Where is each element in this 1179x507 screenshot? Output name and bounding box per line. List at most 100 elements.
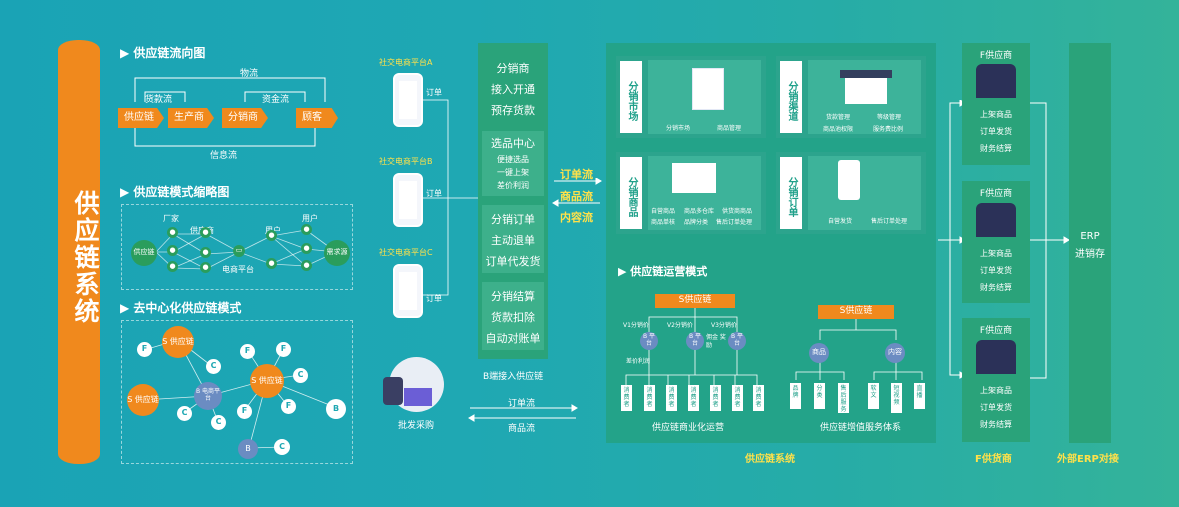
goods-label-3: 供货商商品 xyxy=(722,208,753,215)
f-item: 上架商品 xyxy=(980,249,1012,258)
select-center-box xyxy=(482,131,544,196)
phone-b-icon xyxy=(393,173,423,227)
func-group-1: 分销商 接入开通 预存货款 xyxy=(478,58,548,121)
channel-label-4: 服务费比例 xyxy=(873,126,904,133)
erp-sub: 进销存 xyxy=(1075,249,1105,260)
f-box-2 xyxy=(962,181,1030,303)
node-f: F xyxy=(276,342,291,357)
shelf-icon xyxy=(692,68,724,110)
order-flow-label: 订单流 xyxy=(508,399,536,409)
func-item: 订单代发货 xyxy=(485,255,541,268)
ops-level-2: V2分销价 xyxy=(667,322,693,329)
node-c: C xyxy=(177,406,192,421)
ops-diff: 差价利润 xyxy=(626,358,651,365)
person-icon: ● xyxy=(200,262,211,273)
capital-flow-label: 资金流 xyxy=(262,95,290,105)
phone-c-icon xyxy=(393,264,423,318)
erp-connectors xyxy=(1030,102,1070,379)
f-box-1 xyxy=(962,43,1030,165)
logistics-label: 物流 xyxy=(240,69,259,79)
phone-icon xyxy=(838,160,860,200)
decentral-s2: S 供应链 xyxy=(127,384,159,416)
goods-flow-label: 商品流 xyxy=(508,424,536,434)
f-item: 财务结算 xyxy=(980,144,1012,153)
person-icon: ● xyxy=(301,224,312,235)
flow-node-producer: 生产商 xyxy=(168,108,214,128)
f-items-1: 上架商品 订单发货 财务结算 xyxy=(962,106,1030,157)
ops-b-platform: B 平台 xyxy=(640,332,658,350)
channel-label-3: 商品池权限 xyxy=(823,126,854,133)
model-factory: 厂家 xyxy=(163,214,179,223)
channel-label-2: 等级管理 xyxy=(877,114,902,121)
f-item: 上架商品 xyxy=(980,110,1012,119)
wholesale-label: 批发采购 xyxy=(398,421,435,431)
flow-node-customer: 顾客 xyxy=(296,108,338,128)
erp-title: ERP xyxy=(1080,231,1100,242)
flow-node-supply: 供应链 xyxy=(118,108,164,128)
node-f: F xyxy=(281,399,296,414)
person-icon: ● xyxy=(167,261,178,272)
goods-label-5: 品牌分类 xyxy=(684,219,709,226)
ops-level-3: V3分销价 xyxy=(711,322,737,329)
node-c: C xyxy=(211,415,226,430)
person-icon xyxy=(383,377,403,405)
func-item: 差价利润 xyxy=(497,181,529,190)
value-leaf: 品牌 xyxy=(790,383,801,409)
person-icon: ● xyxy=(167,227,178,238)
consumer-box: 消费者 xyxy=(621,385,632,411)
node-f: F xyxy=(237,404,252,419)
person-icon: ● xyxy=(266,258,277,269)
flow-node-distributor: 分销商 xyxy=(222,108,268,128)
f-items-2: 上架商品 订单发货 财务结算 xyxy=(962,245,1030,296)
f-item: 订单发货 xyxy=(980,127,1012,136)
f-title-1: F供应商 xyxy=(979,51,1013,61)
person-icon: ● xyxy=(200,247,211,258)
ops-b-platform: B 平台 xyxy=(728,332,746,350)
platform-a-name: 社交电商平台A xyxy=(379,58,433,67)
model-platform: 电商平台 xyxy=(222,265,254,274)
box-icon xyxy=(404,388,432,406)
func-item: 自动对账单 xyxy=(485,332,541,345)
erp-box xyxy=(1069,43,1111,443)
f-title-3: F供应商 xyxy=(979,326,1013,336)
value-content: 内容 xyxy=(885,343,905,363)
orders-illustration xyxy=(808,156,921,230)
func-item: 预存货款 xyxy=(491,104,535,117)
ops-root: S供应链 xyxy=(655,294,735,308)
ops-heading: ▶ 供应链运营模式 xyxy=(618,265,708,278)
system-caption: 供应链系统 xyxy=(745,454,795,465)
info-flow-label: 信息流 xyxy=(210,151,238,161)
func-item: 便捷选品 xyxy=(497,155,529,164)
ops-service: 佣金 奖励 xyxy=(706,334,726,349)
goods-label-1: 自营商品 xyxy=(651,208,676,215)
order-box xyxy=(482,205,544,273)
f-title-2: F供应商 xyxy=(979,189,1013,199)
value-goods: 商品 xyxy=(809,343,829,363)
flow-heading: ▶ 供应链流向图 xyxy=(120,46,206,60)
phone-a-icon xyxy=(393,73,423,127)
ops-caption: 供应链商业化运营 xyxy=(652,423,725,433)
goods-label-4: 商品单核 xyxy=(651,219,676,226)
decentral-heading: ▶ 去中心化供应链模式 xyxy=(120,301,242,315)
platform-connectors xyxy=(422,99,480,296)
model-box xyxy=(121,204,353,290)
f-item: 订单发货 xyxy=(980,403,1012,412)
orders-label-2: 售后订单处理 xyxy=(871,218,908,225)
supplier-illustration xyxy=(976,203,1016,237)
node-c: C xyxy=(206,359,221,374)
channel-tab: 分销渠道 xyxy=(780,61,802,133)
func-item: 分销商 xyxy=(496,62,530,75)
supplier-illustration xyxy=(976,340,1016,374)
consumer-box: 消费者 xyxy=(732,385,743,411)
func-item: 分销结算 xyxy=(491,290,535,303)
person-icon: ● xyxy=(167,245,178,256)
node-c: C xyxy=(293,368,308,383)
value-caption: 供应链增值服务体系 xyxy=(820,423,902,433)
consumer-box: 消费者 xyxy=(688,385,699,411)
model-right-node: 需求源 xyxy=(324,240,350,266)
channel-label-1: 货款管理 xyxy=(826,114,851,121)
mid-flow-content: 内容流 xyxy=(560,211,593,224)
person-icon: ● xyxy=(200,227,211,238)
platform-b-order: 订单 xyxy=(426,189,442,198)
decentral-s1: S 供应链 xyxy=(162,326,194,358)
